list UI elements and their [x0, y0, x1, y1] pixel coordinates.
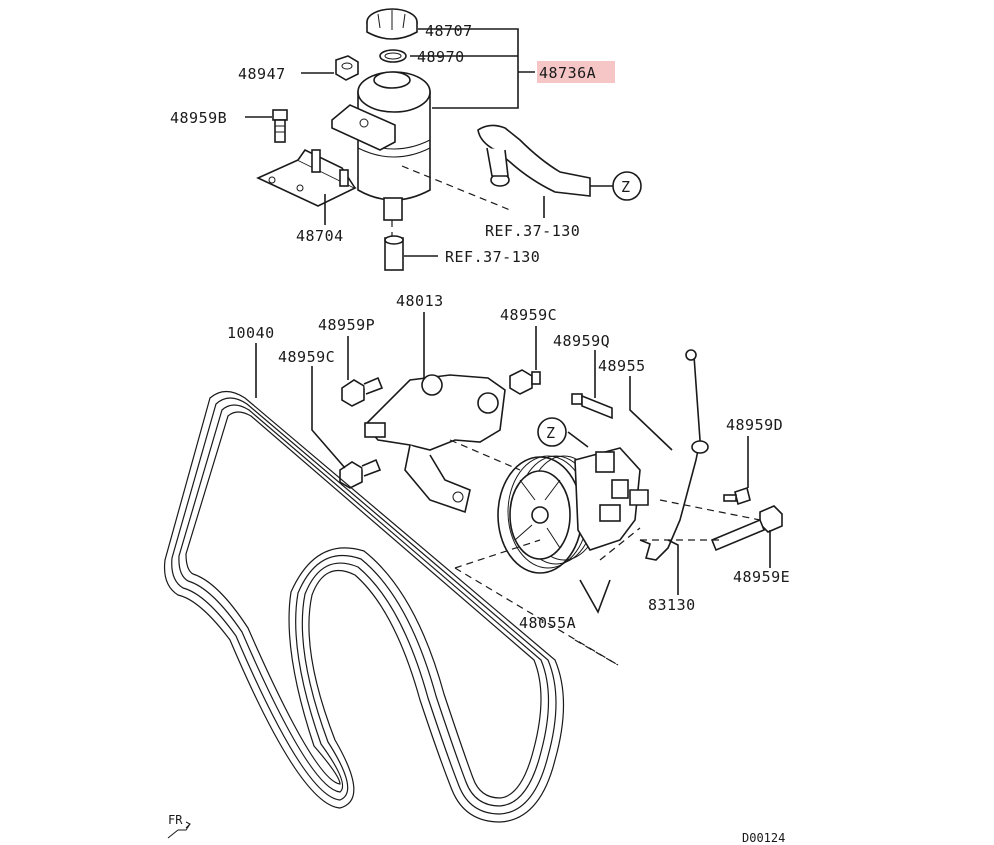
bolt-48959C-top — [509, 369, 541, 395]
pump-bracket — [363, 374, 506, 514]
diagram-code: D00124 — [742, 831, 785, 845]
serpentine-belt — [163, 390, 565, 823]
part-label-48959P: 48959P — [318, 316, 375, 334]
part-label-48707: 48707 — [425, 22, 473, 40]
part-label-83130: 83130 — [648, 596, 696, 614]
highlight-48736A — [537, 61, 615, 83]
part-label-48947: 48947 — [238, 65, 286, 83]
reservoir-bracket — [331, 104, 396, 151]
leader-lines-lower — [255, 312, 771, 614]
bolt-48959E — [710, 505, 783, 552]
ref-marker-z-lower: Z — [546, 424, 556, 442]
part-label-48013: 48013 — [396, 292, 444, 310]
bolt-48959C-left — [339, 458, 382, 489]
part-label-48959D: 48959D — [726, 416, 783, 434]
part-label-48736A: 48736A — [539, 64, 596, 82]
front-direction-marker: FR — [167, 813, 191, 839]
bolt-48959D — [723, 486, 751, 506]
ref-label-lower: REF.37-130 — [445, 248, 540, 266]
ref-label-upper: REF.37-130 — [485, 222, 580, 240]
part-label-48055A: 48055A — [519, 614, 576, 632]
bolt-48959P — [341, 376, 384, 407]
pressure-hose-83130 — [639, 349, 709, 561]
cap-seal-ring — [379, 49, 407, 63]
front-label: FR — [168, 813, 183, 827]
part-label-48955: 48955 — [598, 357, 646, 375]
part-label-48959C-left: 48959C — [278, 348, 335, 366]
ref-marker-z-upper: Z — [621, 178, 631, 196]
part-label-48959B: 48959B — [170, 109, 227, 127]
power-steering-pump — [497, 447, 649, 574]
ref-circle-z-lower: Z — [537, 417, 567, 447]
part-label-10040: 10040 — [227, 324, 275, 342]
part-label-48959Q: 48959Q — [553, 332, 610, 350]
ref-circle-z-upper: Z — [612, 171, 642, 201]
supply-pipe — [384, 235, 404, 271]
return-hose — [477, 124, 591, 197]
reservoir-tank — [357, 71, 431, 221]
reservoir-cap — [366, 8, 418, 40]
bracket-48704 — [256, 148, 357, 207]
part-label-48970: 48970 — [417, 48, 465, 66]
bolt-48959B — [272, 109, 288, 143]
part-label-48704: 48704 — [296, 227, 344, 245]
part-label-48959C-top: 48959C — [500, 306, 557, 324]
bolt-48959Q — [571, 393, 613, 420]
leader-lines-upper — [245, 28, 613, 257]
nut-48947 — [335, 55, 359, 81]
part-label-48959E: 48959E — [733, 568, 790, 586]
